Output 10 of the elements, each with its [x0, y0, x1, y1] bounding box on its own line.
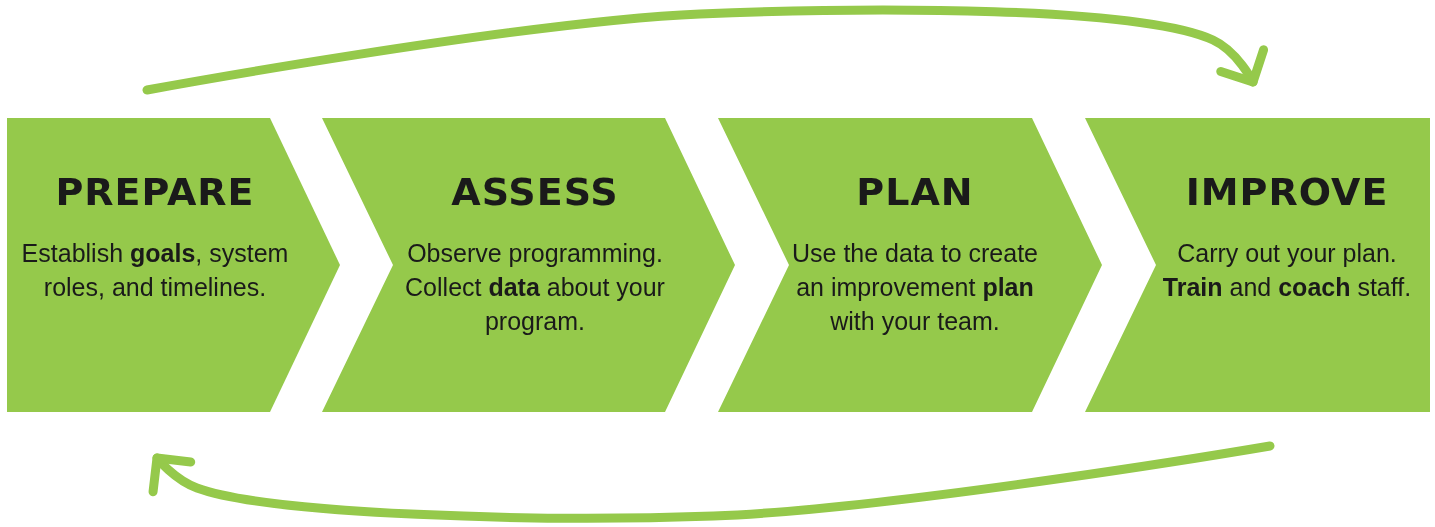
step-title: PLAN: [855, 170, 975, 214]
curved-arrow: [149, 441, 1275, 523]
step-description: Observe programming. Collect data about your program.: [404, 238, 666, 337]
step-description: Use the data to create an improvement plan with your team.: [791, 238, 1039, 337]
step-title: ASSESS: [450, 170, 620, 214]
step-title: IMPROVE: [1184, 170, 1390, 214]
step-title: PREPARE: [54, 170, 256, 214]
step-description: Carry out your plan. Train and coach staff.: [1161, 238, 1413, 303]
curved-arrow: [142, 5, 1268, 95]
step-description: Establish goals, system roles, and timelines.: [20, 238, 290, 303]
